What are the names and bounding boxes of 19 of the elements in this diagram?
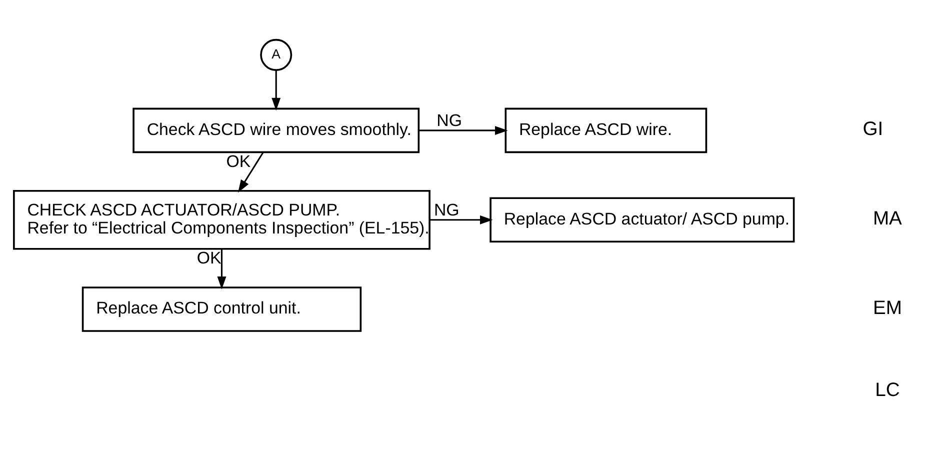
- arrow: [418, 126, 508, 135]
- arrow: [216, 249, 226, 290]
- edge-label: NG: [436, 110, 462, 130]
- node-box: Replace ASCD actuator/ ASCD pump.: [489, 197, 794, 242]
- label: MA: [872, 208, 902, 230]
- label: LC: [874, 380, 900, 402]
- node-box: Check ASCD wire moves smoothly.: [132, 108, 420, 154]
- node-box: CHECK ASCD ACTUATOR/ASCD PUMP. Refer to “Electrical Components Inspection” (EL-155).: [12, 190, 430, 250]
- arrow: [429, 215, 492, 224]
- label: GI: [862, 119, 883, 140]
- edge-label: OK: [226, 152, 250, 171]
- node-circle: A: [260, 38, 292, 71]
- label: EM: [872, 298, 902, 319]
- node-box: Replace ASCD control unit.: [81, 286, 362, 332]
- arrow: [238, 152, 264, 193]
- edge-label: NG: [433, 200, 459, 220]
- arrow: [271, 70, 280, 111]
- node-box: Replace ASCD wire.: [504, 108, 707, 154]
- edge-label: OK: [196, 248, 221, 268]
